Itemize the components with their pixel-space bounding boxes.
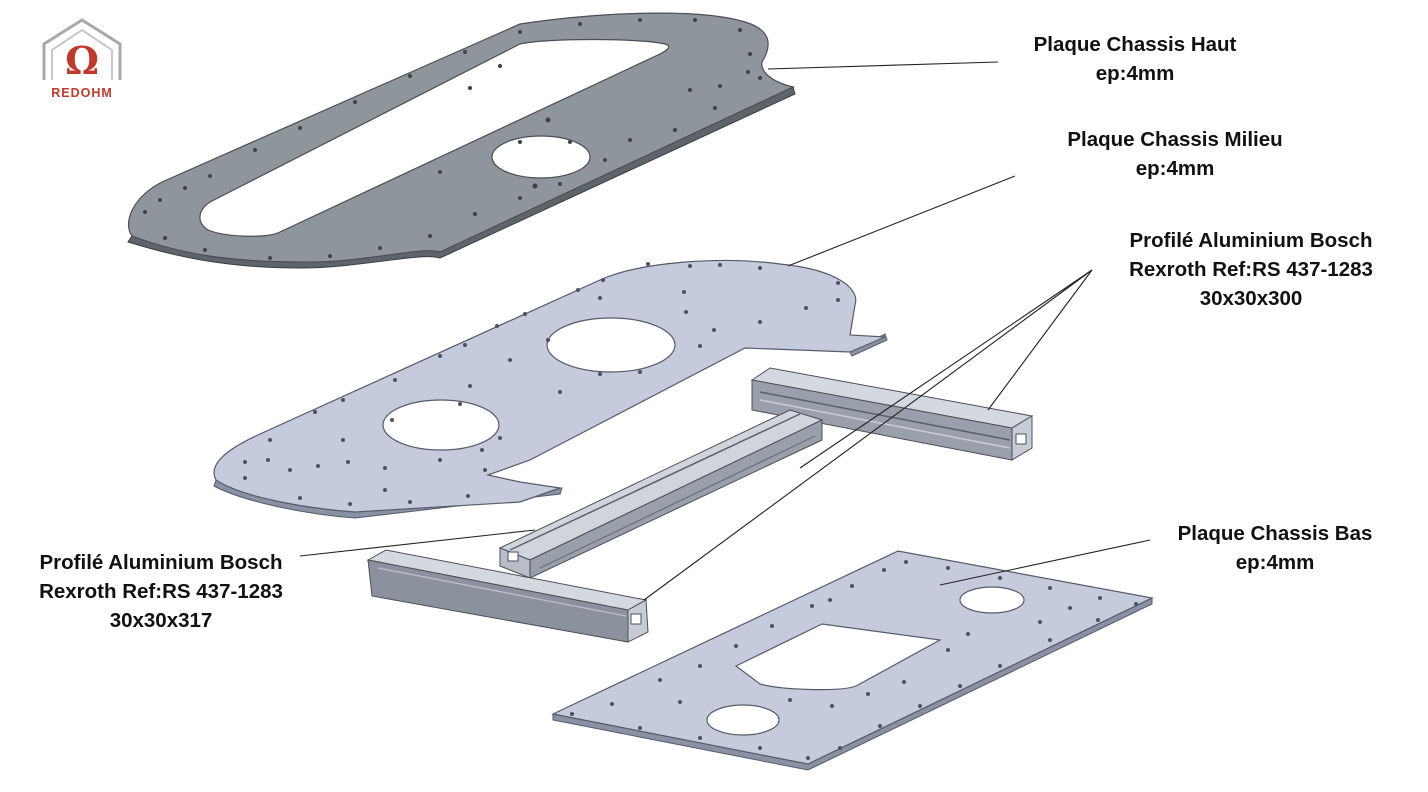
middle-plate [213, 259, 888, 519]
profile-317 [366, 549, 649, 643]
label-line: Plaque Chassis Milieu [1067, 128, 1283, 151]
profile-300 [750, 367, 1034, 461]
label-line: ep:4mm [1235, 551, 1315, 574]
label-line: Plaque Chassis Haut [1033, 33, 1237, 56]
leader-middle-plate [787, 175, 1016, 267]
label-line: Plaque Chassis Bas [1177, 522, 1373, 545]
leader-profile-317 [299, 529, 536, 557]
leader-bottom-plate [939, 539, 1151, 586]
label-line: Profilé Aluminium Bosch [1129, 229, 1373, 252]
label-profile-300: Profilé Aluminium Bosch Rexroth Ref:RS 4… [1095, 226, 1407, 313]
label-profile-317: Profilé Aluminium Bosch Rexroth Ref:RS 4… [5, 548, 317, 635]
svg-text:Ω: Ω [65, 38, 99, 83]
label-line: Rexroth Ref:RS 437-1283 [1129, 258, 1373, 281]
label-middle-plate: Plaque Chassis Milieu ep:4mm [1025, 125, 1325, 183]
label-line: Profilé Aluminium Bosch [39, 551, 283, 574]
leader-lines [299, 61, 1151, 601]
label-line: Rexroth Ref:RS 437-1283 [39, 580, 283, 603]
logo-text: REDOHM [51, 86, 113, 100]
leader-profile-300-c [643, 269, 1093, 601]
label-line: 30x30x300 [1199, 287, 1303, 310]
label-bottom-plate: Plaque Chassis Bas ep:4mm [1145, 519, 1405, 577]
bottom-plate [551, 550, 1154, 771]
label-line: ep:4mm [1135, 157, 1215, 180]
label-line: ep:4mm [1095, 62, 1175, 85]
redohm-logo: Ω REDOHM [38, 14, 128, 106]
profile-center [498, 409, 824, 579]
leader-top-plate [767, 61, 999, 70]
leader-profile-300-a [987, 269, 1093, 411]
top-plate [127, 12, 796, 269]
label-line: 30x30x317 [109, 609, 213, 632]
label-top-plate: Plaque Chassis Haut ep:4mm [1000, 30, 1270, 88]
leader-profile-300-b [799, 269, 1093, 469]
house-omega-icon: Ω [42, 18, 122, 83]
